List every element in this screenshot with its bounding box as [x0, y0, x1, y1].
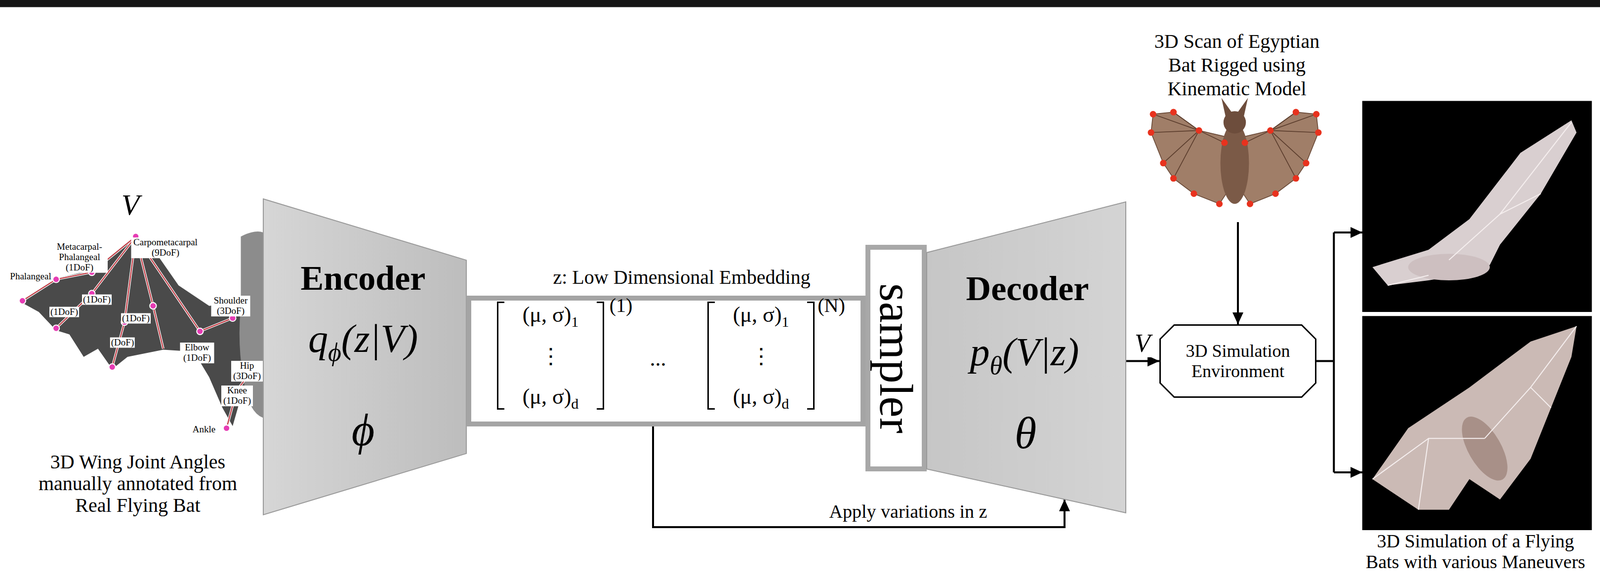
input-symbol: V [120, 188, 141, 222]
embedding-heading: z: Low Dimensional Embedding [552, 265, 811, 290]
connector [1232, 222, 1244, 325]
joint-label: (1DoF) [49, 307, 80, 318]
joint-label: Hip (3DoF) [231, 361, 263, 382]
parameter-symbol: θ [1014, 407, 1037, 461]
matrix: (μ, σ)1⋮(μ, σ)d [496, 301, 605, 411]
embedding-box: z: Low Dimensional Embedding(μ, σ)1⋮(μ, … [466, 295, 866, 427]
environment-label: 3D Simulation Environment [1173, 340, 1303, 382]
formula-symbol: p [970, 328, 990, 376]
matrix-row: (μ, σ)d [522, 384, 579, 411]
matrix-entry: (μ, σ) [733, 384, 782, 411]
top-bar [0, 0, 1600, 7]
sampler-label: sampler [872, 283, 920, 434]
edge-label: Apply variations in z [827, 500, 990, 524]
joint-label: Knee (1DoF) [221, 385, 253, 407]
joint-label: (1DoF) [121, 313, 151, 325]
joint-label: Elbow (1DoF) [180, 342, 215, 364]
scan-caption: 3D Scan of Egyptian Bat Rigged using Kin… [1148, 29, 1326, 101]
joint-label: Metacarpal- Phalangeal (1DoF) [51, 242, 108, 274]
joint-label: (1DoF) [82, 294, 112, 306]
matrix-subscript: d [571, 395, 579, 413]
joint-label: Phalangeal [8, 271, 52, 283]
matrix-entry: (μ, σ) [522, 384, 572, 411]
bracket-right [807, 301, 815, 411]
parameter-symbol: ϕ [351, 404, 375, 458]
connector-line [1316, 232, 1363, 473]
sampler-box: sampler [865, 245, 927, 472]
block-title: Decoder [966, 268, 1090, 310]
block-title: Encoder [300, 257, 426, 300]
simulation-photo-top [1362, 100, 1593, 313]
matrix-row: (μ, σ)1 [522, 302, 579, 329]
trapezoid-shape [263, 199, 467, 516]
figure-caption: 3D Wing Joint Angles manually annotated … [34, 451, 242, 517]
bracket-left [707, 301, 715, 411]
arrowhead [1350, 227, 1363, 239]
matrix-entry: (μ, σ) [522, 302, 572, 329]
formula: qϕ(z|V) [308, 315, 418, 363]
matrix-entry: (μ, σ) [733, 302, 782, 329]
simulation-output-panel: 3D Simulation of a Flying Bats with vari… [1353, 96, 1598, 575]
simulation-octagon: 3D Simulation Environment [1159, 324, 1317, 399]
connector-line [1236, 222, 1239, 325]
vertical-ellipsis: ⋮ [750, 343, 773, 370]
matrix-subscript: 1 [571, 313, 579, 331]
matrix: (μ, σ)1⋮(μ, σ)d [707, 301, 815, 411]
formula: pθ(V|z) [970, 328, 1080, 376]
joint-label: (DoF) [110, 337, 135, 349]
matrix-subscript: d [781, 395, 789, 413]
arrowhead [1059, 499, 1070, 512]
matrix-row: (μ, σ)1 [733, 302, 790, 329]
matrix-row: (μ, σ)d [733, 384, 790, 411]
bracket-right [596, 301, 605, 411]
matrix-superscript: (N) [817, 293, 846, 318]
formula-subscript: θ [989, 350, 1003, 382]
ellipsis: ... [650, 346, 667, 373]
scan-panel: 3D Scan of Egyptian Bat Rigged using Kin… [1143, 19, 1331, 223]
arrowhead [1232, 312, 1244, 325]
edge-label: V [1132, 328, 1153, 358]
joint-label: Carpometacarpal (9DoF) [131, 237, 201, 259]
joint-label: Ankle [191, 424, 217, 436]
scanned-bat-illustration [1147, 97, 1322, 207]
bracket-left [496, 301, 505, 411]
decoder-trapezoid: Decoderpθ(V|z)θ [926, 202, 1126, 514]
connector [1125, 356, 1160, 368]
arrowhead [1147, 356, 1160, 368]
formula-subscript: ϕ [328, 337, 342, 369]
trapezoid-shape [926, 202, 1126, 514]
connector [1316, 227, 1363, 479]
vertical-ellipsis: ⋮ [539, 343, 562, 370]
matrix-superscript: (1) [609, 293, 633, 318]
output-caption: 3D Simulation of a Flying Bats with vari… [1363, 531, 1588, 574]
formula-argument: (z|V) [341, 315, 418, 363]
bat-wing-illustration [19, 231, 264, 432]
matrix-subscript: 1 [781, 313, 789, 331]
simulation-photo-bottom [1362, 316, 1593, 531]
formula-symbol: q [308, 315, 329, 363]
octagon-shape [1160, 325, 1316, 398]
arrowhead [1350, 467, 1363, 479]
joint-label: Shoulder (3DoF) [211, 295, 251, 317]
encoder-trapezoid: Encoderqϕ(z|V)ϕ [263, 199, 467, 516]
formula-argument: (V|z) [1002, 328, 1079, 376]
